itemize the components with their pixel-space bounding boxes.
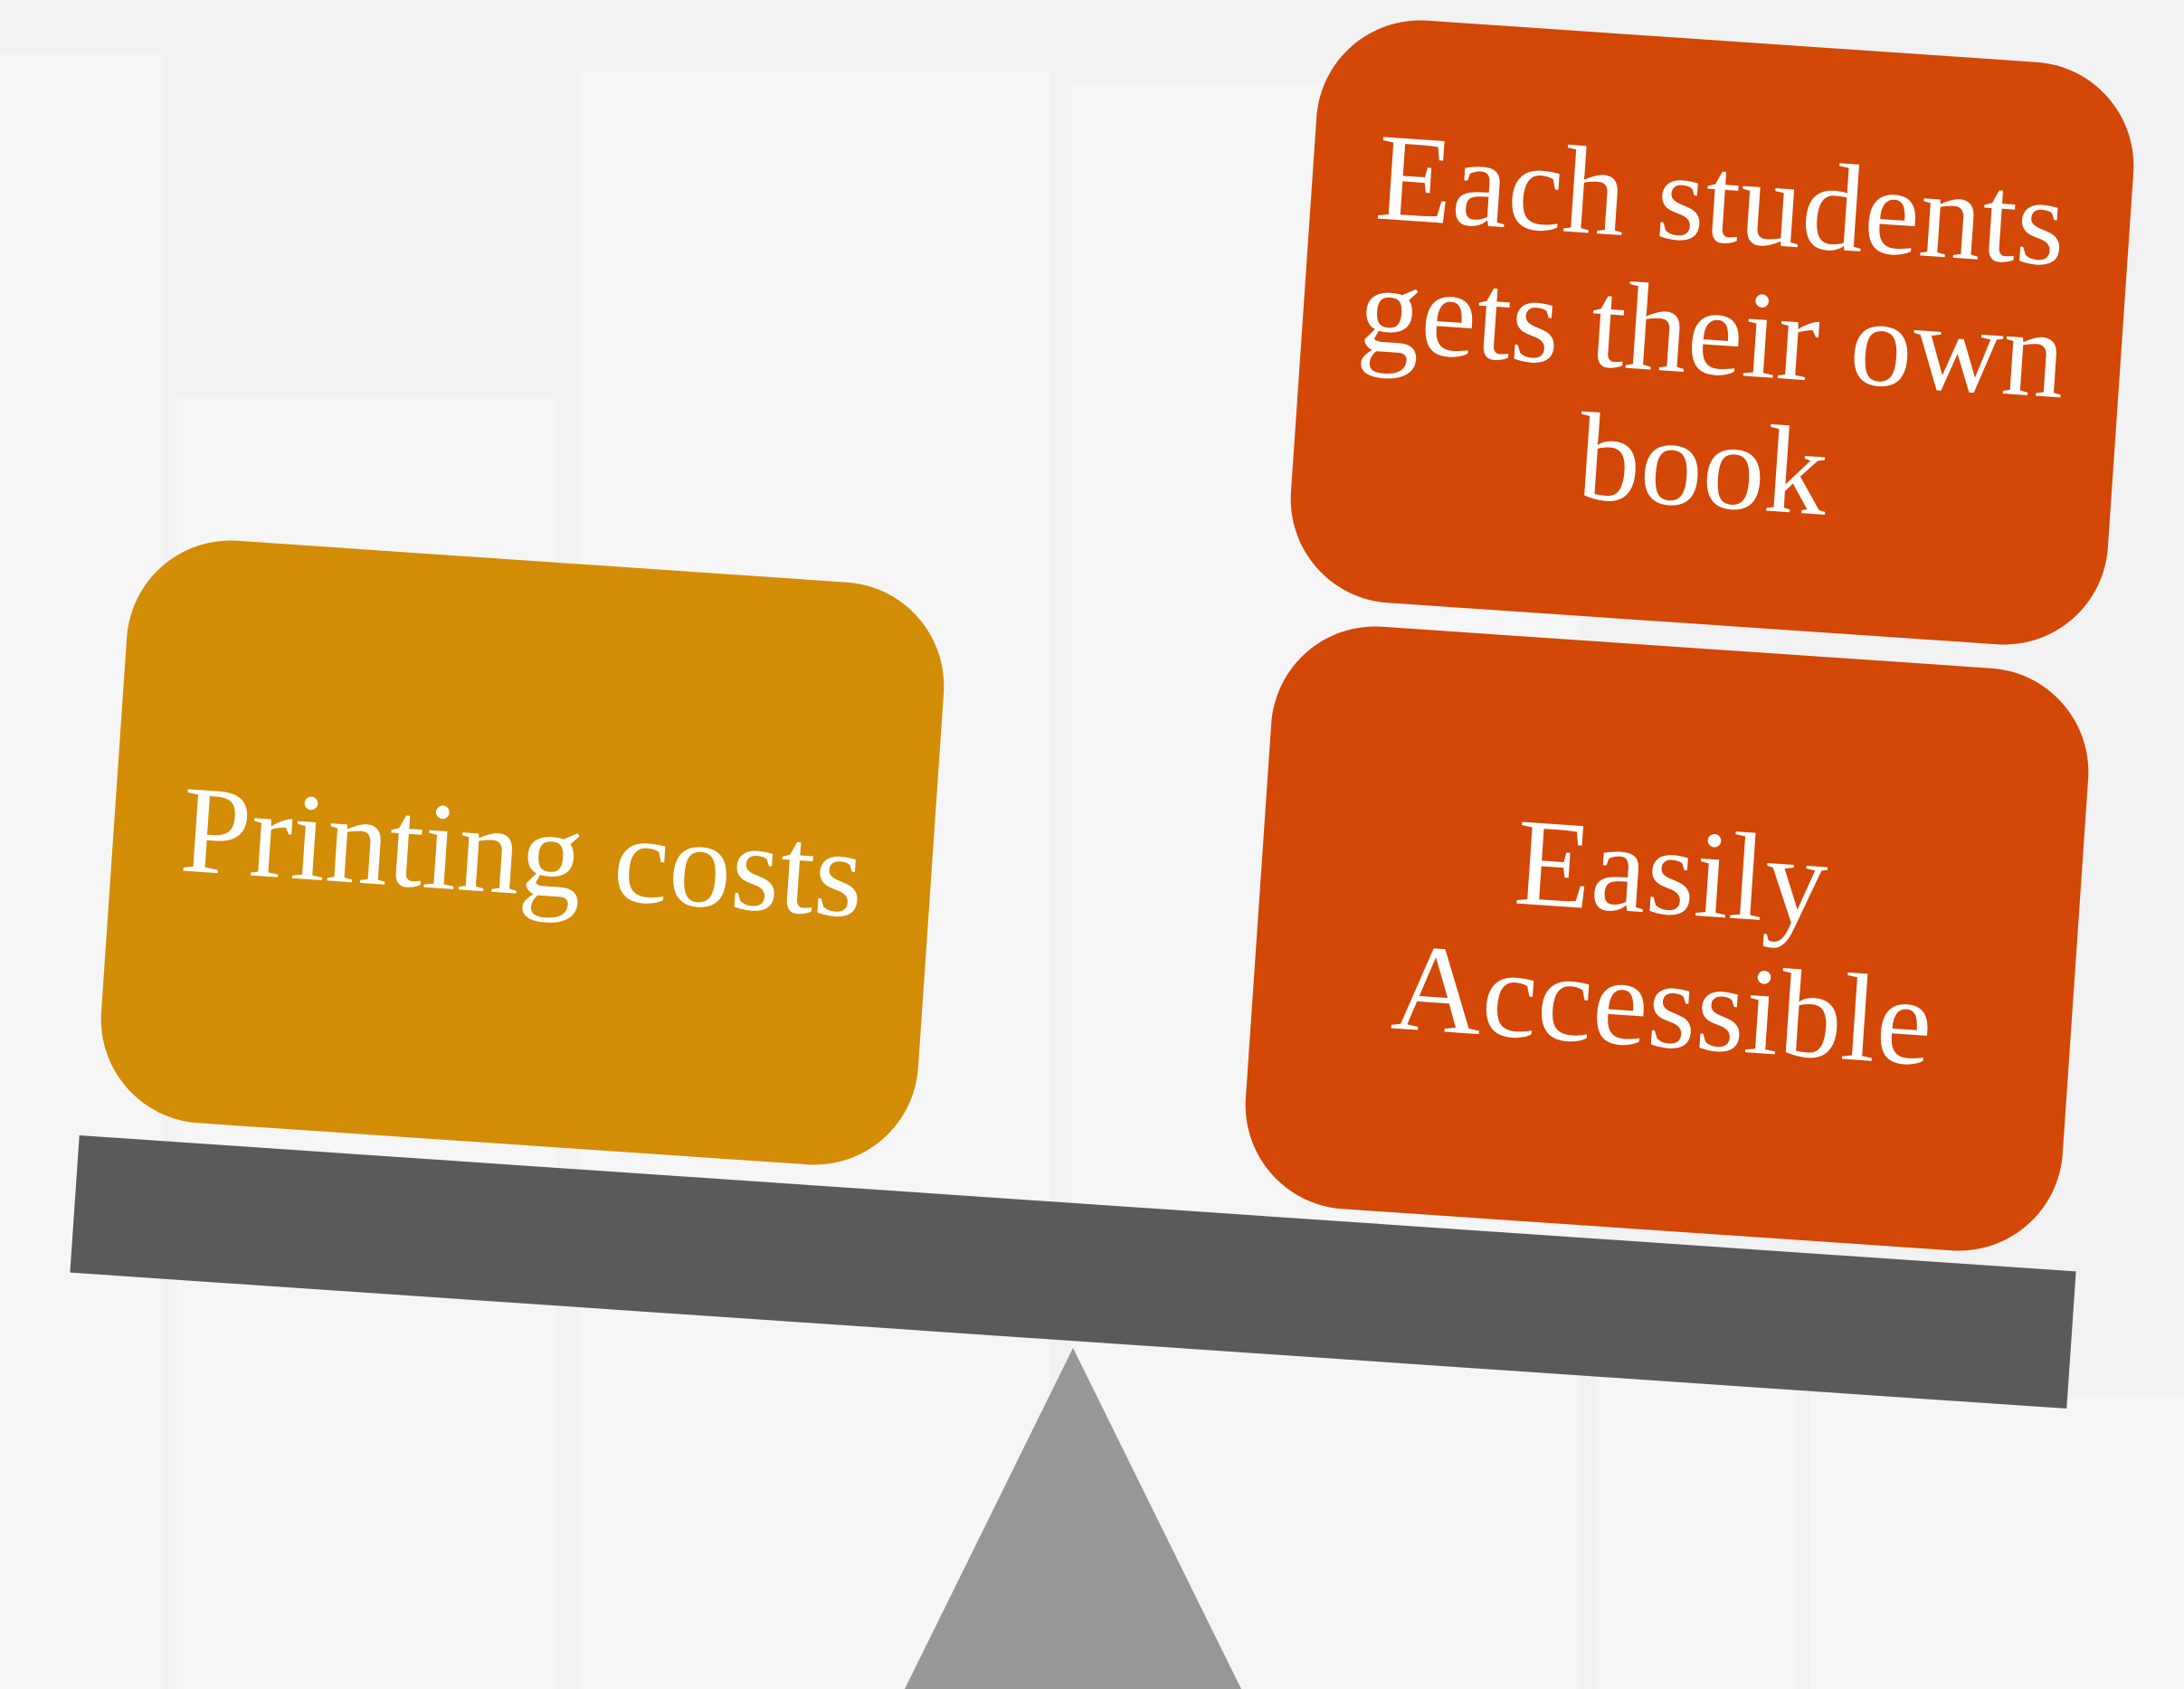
left-item-label: Printing costs <box>176 759 869 944</box>
fulcrum-triangle <box>905 1348 1241 1689</box>
background-panel <box>1809 1393 2184 1689</box>
left-item-box: Printing costs <box>94 533 951 1172</box>
right-item-label: Each students gets their own book <box>1354 107 2071 542</box>
right-item-box-top: Each students gets their own book <box>1284 13 2141 652</box>
right-item-label: Easily Accessible <box>1388 792 1937 1092</box>
right-item-box-bottom: Easily Accessible <box>1239 619 2095 1258</box>
background-panel <box>1597 1339 1796 1689</box>
fulcrum-shape <box>905 1348 1241 1689</box>
